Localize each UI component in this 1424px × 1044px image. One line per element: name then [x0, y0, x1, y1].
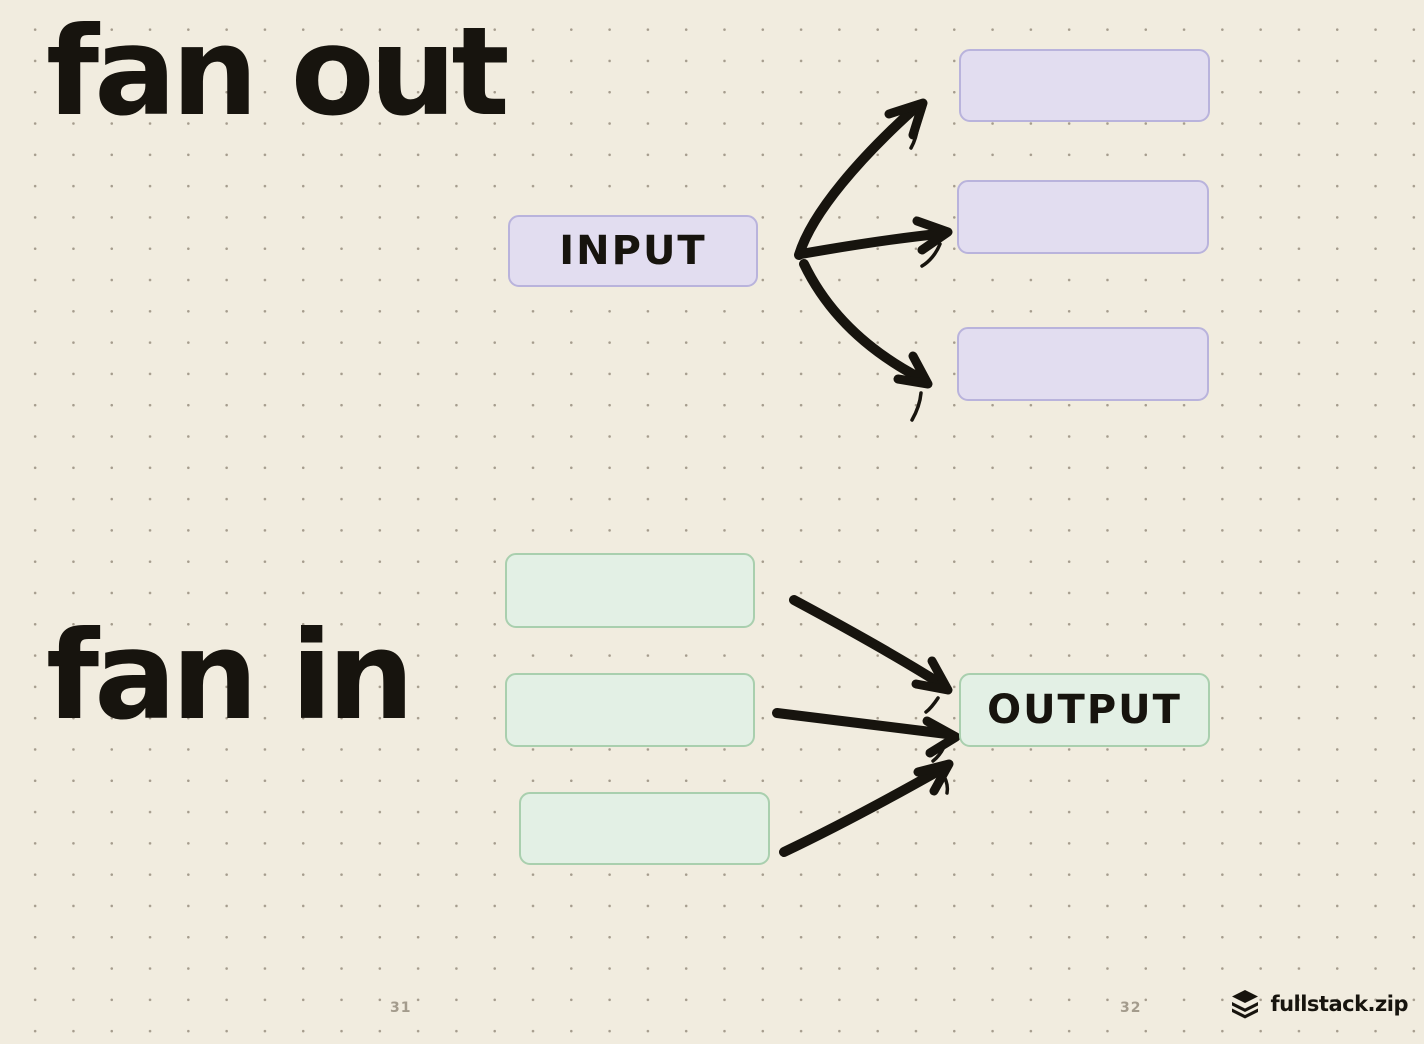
fan-out-target-box-3	[957, 327, 1209, 401]
fan-out-heading: fan out	[46, 1, 510, 143]
fan-in-source-box-1	[505, 553, 755, 628]
brand-logo: fullstack.zip	[1229, 988, 1408, 1020]
fan-in-arrow-bottom	[779, 759, 954, 857]
fan-in-arrow-middle	[772, 708, 961, 763]
fan-in-source-box-2	[505, 673, 755, 747]
fan-in-source-box-3	[519, 792, 770, 865]
fan-out-arrow-top	[794, 98, 928, 260]
fan-out-arrow-middle	[796, 216, 953, 268]
fan-in-heading: fan in	[46, 605, 414, 747]
page-number-left: 31	[390, 1000, 412, 1016]
input-box: INPUT	[508, 215, 758, 287]
fan-in-arrow-top	[789, 595, 953, 714]
input-box-label: INPUT	[559, 228, 707, 274]
output-box-label: OUTPUT	[987, 687, 1182, 733]
brand-name: fullstack.zip	[1270, 992, 1408, 1016]
output-box: OUTPUT	[959, 673, 1210, 747]
fan-out-target-box-1	[959, 49, 1210, 122]
stack-icon	[1232, 990, 1259, 1019]
fan-out-arrow-bottom	[799, 259, 933, 422]
fan-out-target-box-2	[957, 180, 1209, 254]
page-number-right: 32	[1120, 1000, 1142, 1016]
